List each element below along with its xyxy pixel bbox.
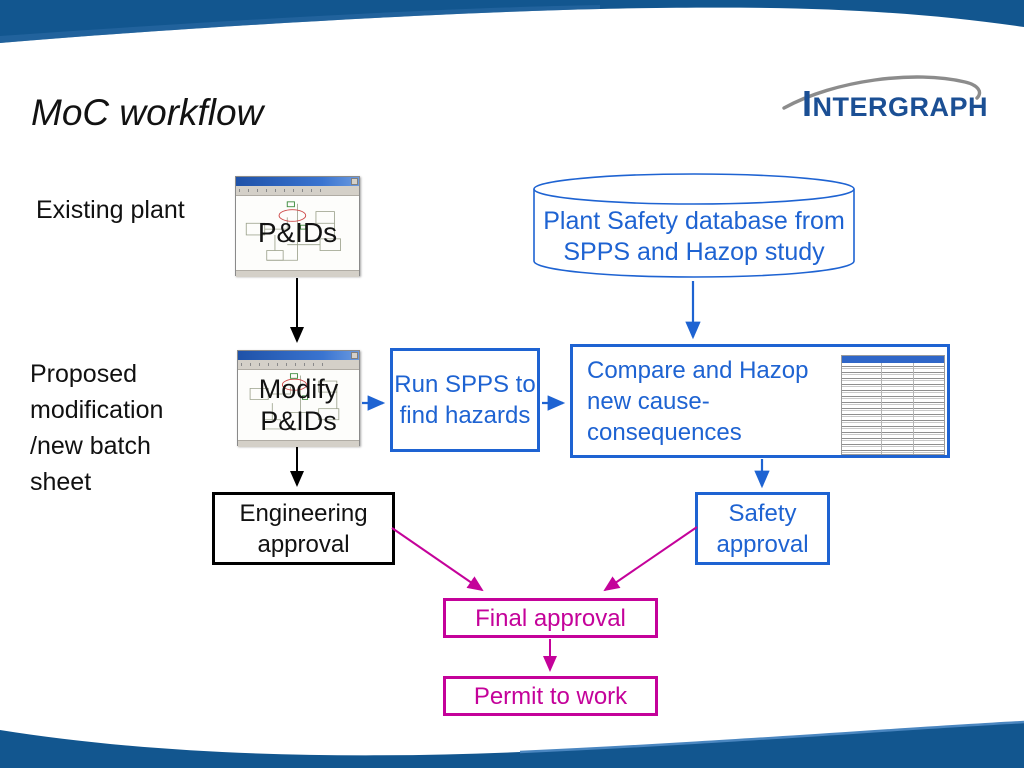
intergraph-logo: INTERGRAPH	[780, 68, 1002, 126]
run-spps-label: Run SPPS to find hazards	[394, 371, 536, 429]
compare-hazop-box: Compare and Hazop new cause-consequences	[570, 344, 950, 458]
logo-wordmark: INTERGRAPH	[802, 83, 989, 124]
pid-schematic: P&IDs	[236, 196, 359, 270]
window-statusbar	[238, 440, 359, 447]
close-icon	[351, 178, 358, 185]
pids-label: P&IDs	[257, 217, 338, 248]
modify-pids-window-thumbnail: Modify P&IDs	[237, 350, 360, 447]
arrow-engineering-to-final	[391, 527, 484, 592]
safety-approval-box: Safety approval	[695, 492, 830, 565]
pids-window-thumbnail: P&IDs	[235, 176, 360, 277]
window-toolbar	[238, 360, 359, 370]
hazop-results-table	[841, 355, 945, 455]
window-titlebar	[236, 177, 359, 186]
top-banner	[0, 0, 1024, 43]
compare-hazop-label: Compare and Hazop new cause-consequences	[587, 356, 809, 446]
window-statusbar	[236, 270, 359, 277]
permit-to-work-label: Permit to work	[473, 682, 628, 710]
window-toolbar	[236, 186, 359, 196]
window-titlebar	[238, 351, 359, 360]
engineering-approval-box: Engineering approval	[212, 492, 395, 565]
modify-pids-label: Modify P&IDs	[258, 374, 339, 436]
table-header-row	[842, 356, 944, 363]
engineering-approval-label: Engineering approval	[239, 499, 368, 558]
close-icon	[351, 352, 358, 359]
label-proposed-modification: Proposed modification /new batch sheet	[30, 360, 164, 496]
table-body-rows	[842, 363, 944, 454]
database-label: Plant Safety database from SPPS and Hazo…	[543, 207, 845, 266]
label-existing-plant: Existing plant	[36, 196, 185, 224]
final-approval-label: Final approval	[475, 604, 626, 632]
final-approval-box: Final approval	[443, 598, 658, 638]
arrow-safety-to-final	[603, 526, 698, 592]
permit-to-work-box: Permit to work	[443, 676, 658, 716]
logo-swoosh-icon	[782, 75, 982, 110]
pid-schematic: Modify P&IDs	[238, 370, 359, 440]
run-spps-box: Run SPPS to find hazards	[390, 348, 540, 452]
plant-safety-database: Plant Safety database from SPPS and Hazo…	[532, 172, 856, 278]
safety-approval-label: Safety approval	[716, 499, 809, 558]
page-title: MoC workflow	[31, 92, 264, 133]
